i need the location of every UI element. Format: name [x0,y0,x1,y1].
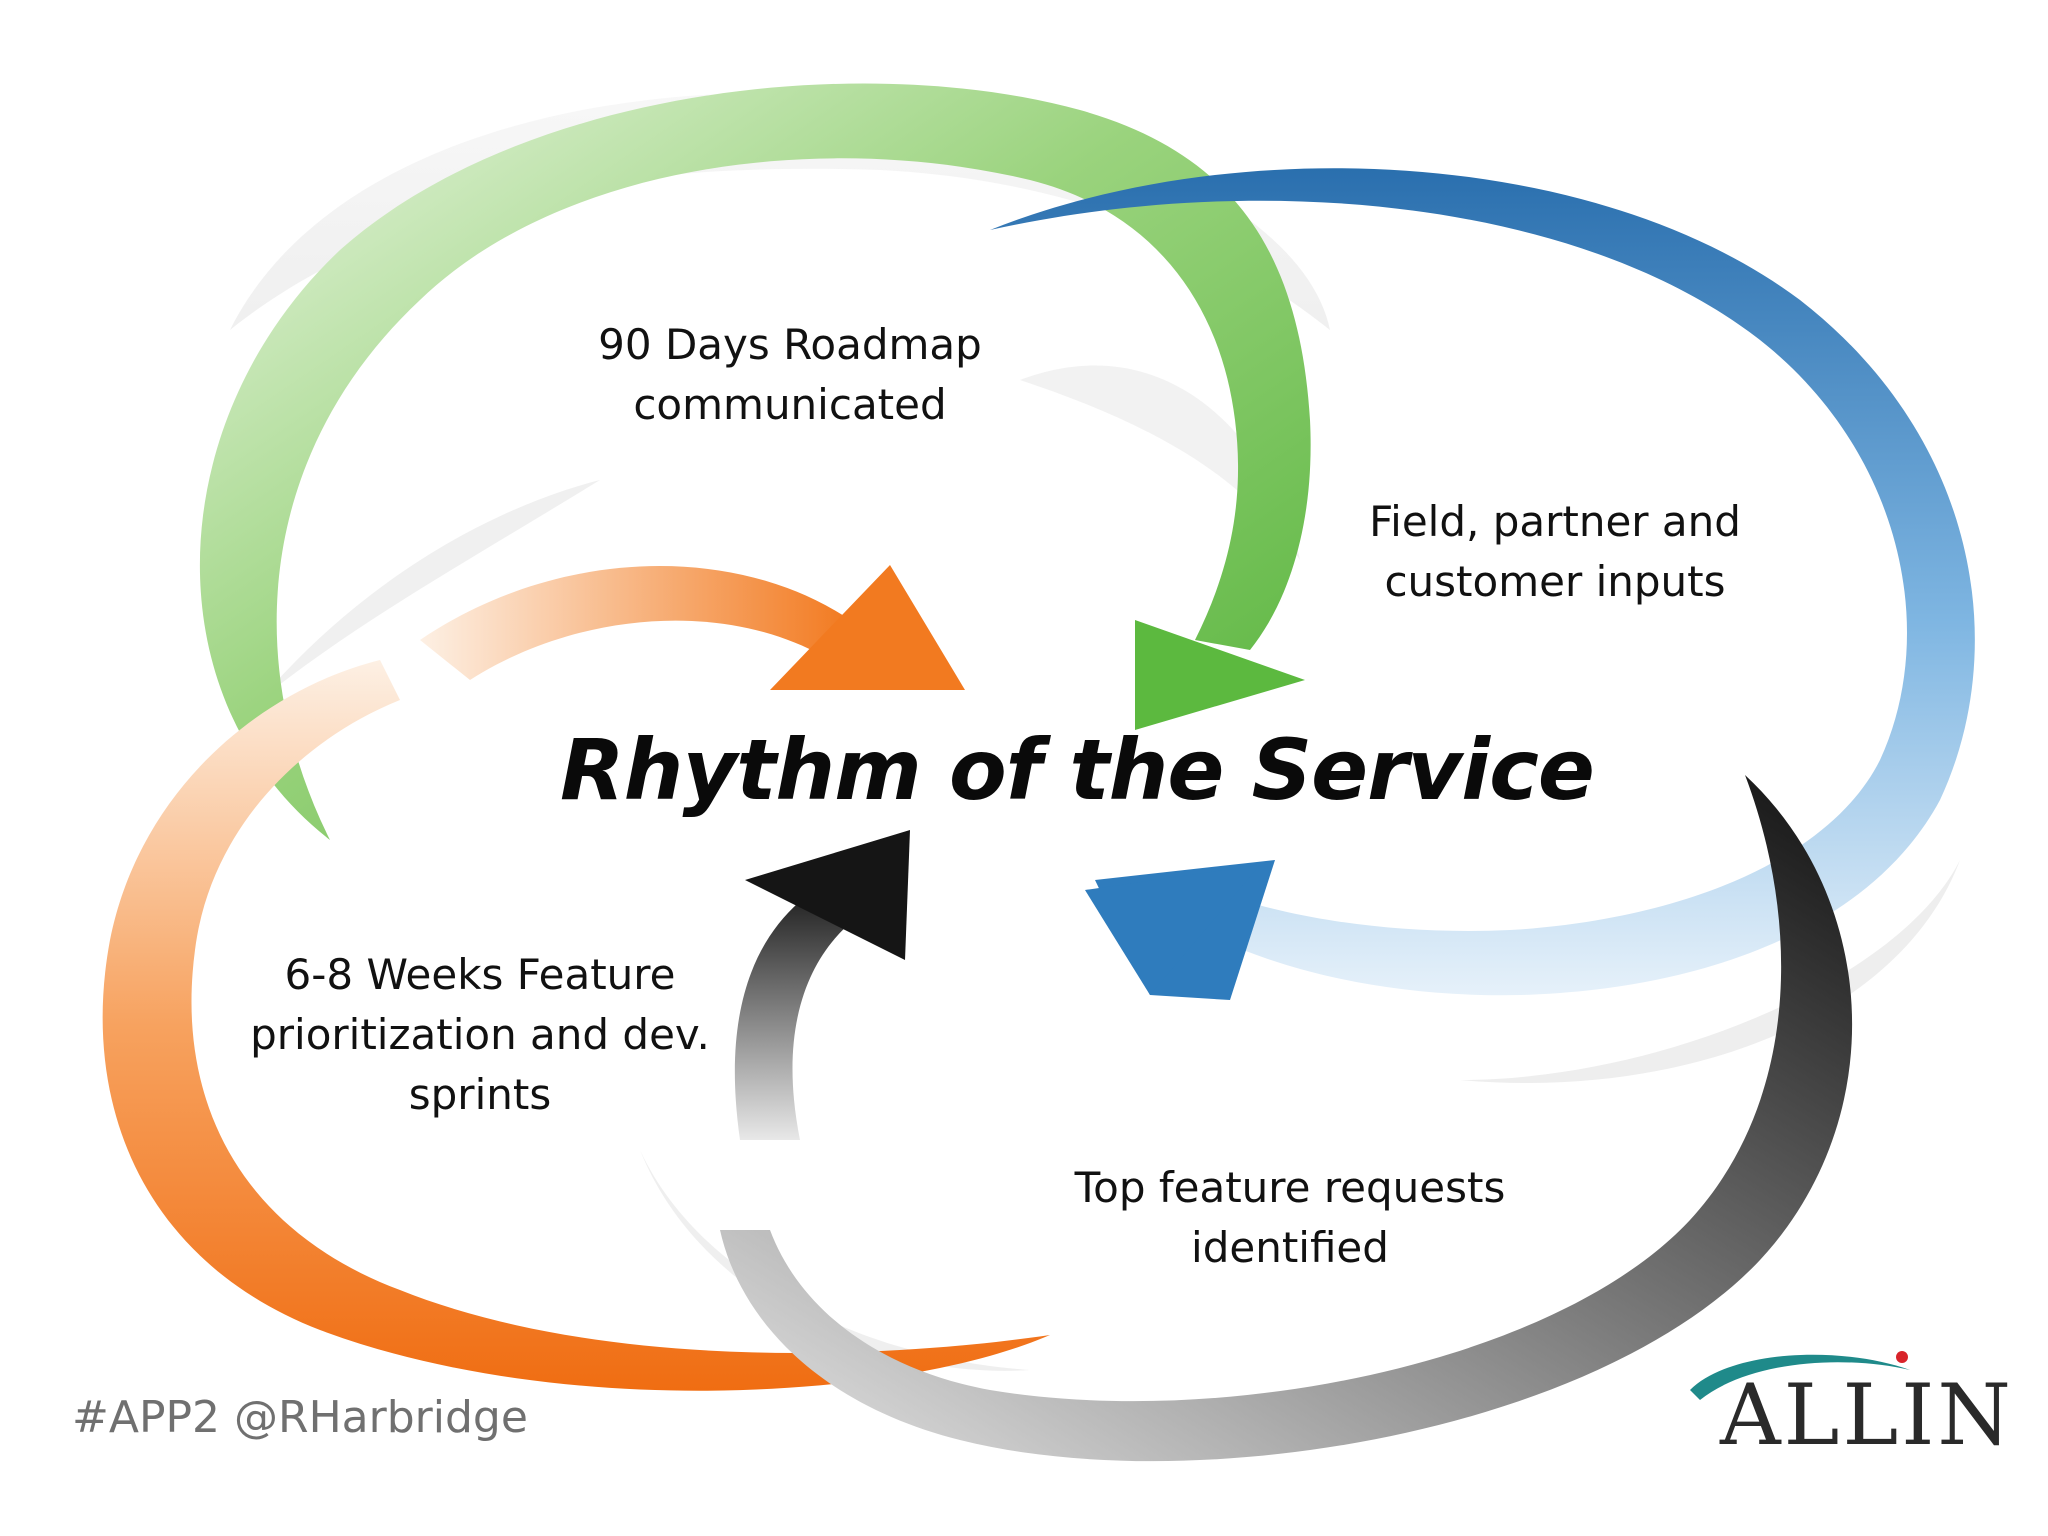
stage-label-line: 90 Days Roadmap [598,320,982,369]
logo-swoosh-icon [1690,1351,1910,1400]
stage-label-line: customer inputs [1384,557,1726,606]
black-arrow-body [734,880,860,1140]
blue-loop [990,168,1975,1000]
stage-label-line: identified [1191,1223,1389,1272]
black-loop [720,775,1853,1462]
stage-label-line: 6-8 Weeks Feature [284,950,676,999]
stage-label-sprints: 6-8 Weeks Feature prioritization and dev… [230,945,730,1125]
stage-label-line: prioritization and dev. [250,1010,710,1059]
stage-label-line: communicated [633,380,947,429]
event-hashtag: #APP2 @RHarbridge [72,1392,528,1443]
orange-arrow-body [420,566,850,680]
blue-arrow-head-tip [1085,865,1260,995]
diagram-title: Rhythm of the Service [560,721,1595,819]
allin-logo: ALLIN [1670,1345,2011,1465]
green-loop [199,83,1311,840]
green-arrow-head [1135,620,1305,730]
stage-label-line: sprints [408,1070,552,1119]
stage-label-roadmap: 90 Days Roadmap communicated [560,315,1020,435]
logo-wordmark: ALLIN [1720,1366,2014,1464]
stage-label-line: Top feature requests [1074,1163,1506,1212]
orange-loop [102,565,1050,1391]
orange-arrow-head [770,565,965,690]
stage-label-requests: Top feature requests identified [1040,1158,1540,1278]
stage-label-inputs: Field, partner and customer inputs [1330,492,1780,612]
black-arrow-head [745,830,910,960]
stage-label-line: Field, partner and [1369,497,1741,546]
